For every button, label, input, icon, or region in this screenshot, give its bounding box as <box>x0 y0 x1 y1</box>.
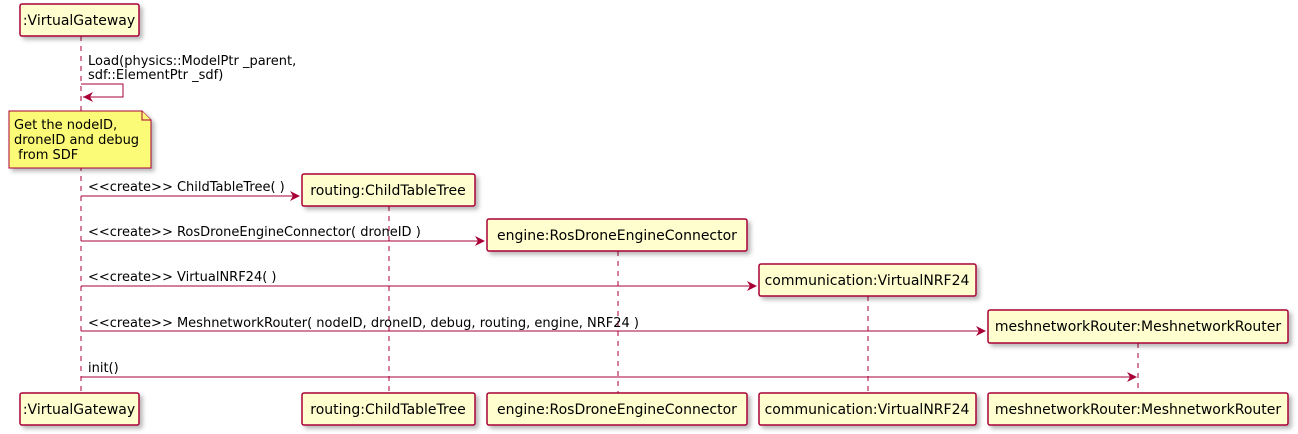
participant-label: meshnetworkRouter:MeshnetworkRouter <box>995 402 1281 418</box>
message-label: <<create>> VirtualNRF24( ) <box>88 270 277 285</box>
note: Get the nodeID, droneID and debug from S… <box>8 110 152 169</box>
participant-engine-created: engine:RosDroneEngineConnector <box>486 218 748 252</box>
arrow-head <box>475 236 485 246</box>
message-label: <<create>> MeshnetworkRouter( nodeID, dr… <box>88 316 639 331</box>
participant-label: routing:ChildTableTree <box>310 402 465 418</box>
participant-label: meshnetworkRouter:MeshnetworkRouter <box>995 319 1281 335</box>
participant-label: communication:VirtualNRF24 <box>765 273 970 289</box>
note-line: droneID and debug <box>14 133 139 148</box>
participant-gateway-top: :VirtualGateway <box>19 3 140 37</box>
participant-label: engine:RosDroneEngineConnector <box>497 228 737 244</box>
arrow-head <box>976 326 986 336</box>
message-create-virtual-nrf24: <<create>> VirtualNRF24( ) <box>81 270 757 291</box>
participant-label: routing:ChildTableTree <box>310 183 465 199</box>
message-create-child-table-tree: <<create>> ChildTableTree( ) <box>81 180 300 201</box>
participant-routing-bottom: routing:ChildTableTree <box>301 392 476 426</box>
message-label: <<create>> RosDroneEngineConnector( dron… <box>88 225 421 240</box>
participant-communication-created: communication:VirtualNRF24 <box>758 263 977 297</box>
message-label: sdf::ElementPtr _sdf) <box>88 68 223 83</box>
arrow-head <box>747 281 757 291</box>
note-line: from SDF <box>14 148 78 163</box>
participant-router-bottom: meshnetworkRouter:MeshnetworkRouter <box>987 392 1289 426</box>
message-label: Load(physics::ModelPtr _parent, <box>88 54 296 69</box>
message-create-meshnetwork-router: <<create>> MeshnetworkRouter( nodeID, dr… <box>81 316 986 336</box>
arrow-head <box>290 191 300 201</box>
message-label: init() <box>88 361 119 376</box>
participant-label: communication:VirtualNRF24 <box>765 402 970 418</box>
message-create-engine-connector: <<create>> RosDroneEngineConnector( dron… <box>81 225 485 246</box>
note-line: Get the nodeID, <box>14 118 117 133</box>
arrow-head <box>83 92 93 102</box>
participant-router-created: meshnetworkRouter:MeshnetworkRouter <box>987 309 1289 344</box>
participant-label: :VirtualGateway <box>23 402 135 418</box>
participant-engine-bottom: engine:RosDroneEngineConnector <box>486 392 748 426</box>
participant-label: :VirtualGateway <box>23 13 135 29</box>
message-load: Load(physics::ModelPtr _parent, sdf::Ele… <box>81 54 296 102</box>
participant-routing-created: routing:ChildTableTree <box>301 173 476 207</box>
arrow-head <box>1127 372 1137 382</box>
message-init: init() <box>81 361 1137 382</box>
message-label: <<create>> ChildTableTree( ) <box>88 180 285 195</box>
participant-label: engine:RosDroneEngineConnector <box>497 402 737 418</box>
participant-communication-bottom: communication:VirtualNRF24 <box>758 392 977 426</box>
participant-gateway-bottom: :VirtualGateway <box>19 392 140 426</box>
